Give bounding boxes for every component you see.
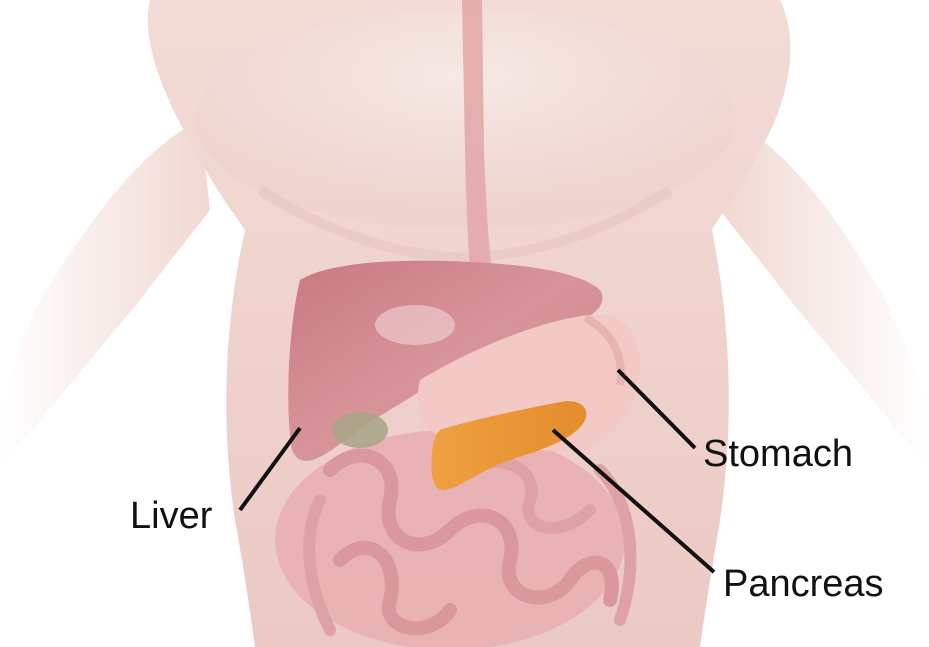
gallbladder — [332, 412, 388, 448]
liver-highlight — [375, 305, 455, 345]
stomach-label: Stomach — [703, 435, 853, 473]
pancreas-label: Pancreas — [723, 565, 884, 603]
liver-label: Liver — [130, 497, 212, 535]
